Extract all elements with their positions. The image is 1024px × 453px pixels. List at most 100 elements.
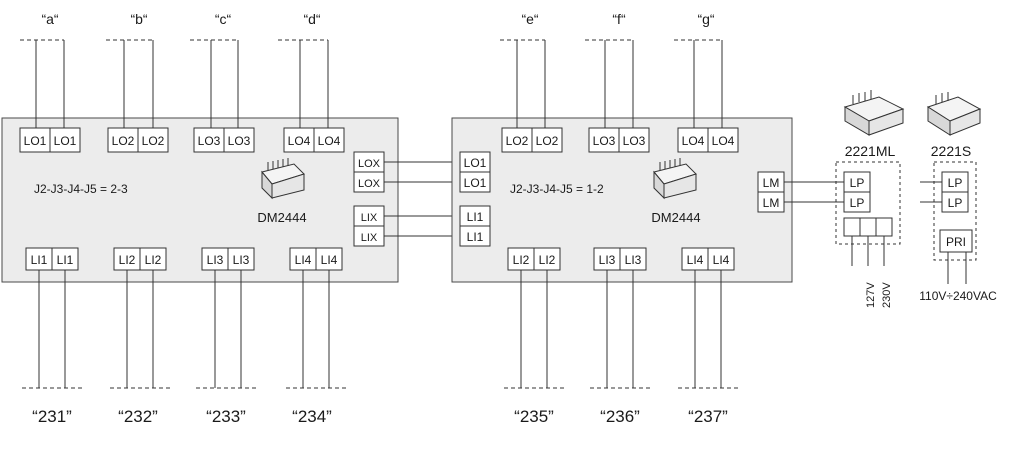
left-bottom-wiring <box>22 270 346 389</box>
terminal-lo2 <box>137 127 169 153</box>
terminal-label: LO3 <box>198 134 221 148</box>
right-bottom-terminals: LI2 LI2 LI3 LI3 LI4 LI4 <box>507 247 735 271</box>
right-bottom-wiring <box>504 270 738 389</box>
line-label-234: “234” <box>292 407 332 426</box>
terminal-label: LP <box>850 176 865 190</box>
device-icon <box>653 158 697 200</box>
terminal-lo1 <box>19 127 51 153</box>
terminal-label: LO1 <box>464 156 487 170</box>
line-label-a: “a“ <box>41 11 58 27</box>
psu-name-2221s: 2221S <box>931 143 971 159</box>
line-label-237: “237” <box>688 407 728 426</box>
right-lm-terminals: LM LM <box>757 171 785 213</box>
terminal-label: LI3 <box>599 253 616 267</box>
left-top-terminals: LO1 LO1 LO2 LO2 LO3 LO3 LO4 LO4 <box>19 127 345 153</box>
terminal-label: LI1 <box>467 210 484 224</box>
psu-icon <box>843 90 905 136</box>
line-label-f: “f“ <box>612 11 626 27</box>
line-label-d: “d“ <box>303 11 320 27</box>
terminal-label: LOX <box>358 178 381 190</box>
module-interconnect <box>384 161 460 237</box>
line-label-g: “g“ <box>697 11 714 27</box>
terminal-label: LO3 <box>623 134 646 148</box>
terminal-label: LP <box>948 176 963 190</box>
terminal-lo1 <box>49 127 81 153</box>
terminal-label: LI3 <box>625 253 642 267</box>
terminal-label: LI4 <box>295 253 312 267</box>
voltage-230v: 230V <box>881 282 893 308</box>
terminal-label: LOX <box>358 158 381 170</box>
line-label-233: “233” <box>206 407 246 426</box>
line-label-c: “c“ <box>215 11 232 27</box>
psu-2221s-terminals: LP LP PRI <box>939 171 973 253</box>
psu-2221s-wiring <box>920 181 967 284</box>
mains-terminal <box>859 217 877 237</box>
line-label-232: “232” <box>118 407 158 426</box>
device-icon <box>261 158 305 200</box>
terminal-label: LI2 <box>539 253 556 267</box>
terminal-label: LIX <box>361 232 378 244</box>
lm-to-lp-wiring <box>784 181 844 203</box>
right-side-input-terminals: LO1 LO1 LI1 LI1 <box>459 151 491 247</box>
supply-voltage: 110V÷240VAC <box>919 289 997 303</box>
terminal-label: LM <box>763 196 780 210</box>
terminal-lo4 <box>707 127 739 153</box>
terminal-label: LO2 <box>142 134 165 148</box>
terminal-label: LI1 <box>467 230 484 244</box>
mains-terminal <box>843 217 861 237</box>
left-top-wiring <box>20 39 329 128</box>
terminal-label: LO4 <box>318 134 341 148</box>
device-name-left: DM2444 <box>257 210 306 225</box>
terminal-label: LO3 <box>593 134 616 148</box>
line-label-b: “b“ <box>130 11 147 27</box>
terminal-label: LI2 <box>145 253 162 267</box>
terminal-lo1 <box>459 171 491 193</box>
terminal-label: LO4 <box>288 134 311 148</box>
terminal-lo3 <box>588 127 620 153</box>
terminal-label: LP <box>850 196 865 210</box>
terminal-label: LI2 <box>119 253 136 267</box>
terminal-lo3 <box>193 127 225 153</box>
psu-name-2221ml: 2221ML <box>845 143 896 159</box>
line-label-236: “236” <box>600 407 640 426</box>
terminal-label: PRI <box>946 235 966 249</box>
line-label-231: “231” <box>32 407 72 426</box>
psu-2221ml-mains-wiring <box>851 236 885 266</box>
right-top-terminals: LO2 LO2 LO3 LO3 LO4 LO4 <box>501 127 739 153</box>
terminal-label: LI4 <box>321 253 338 267</box>
terminal-label: LO2 <box>506 134 529 148</box>
line-label-235: “235” <box>514 407 554 426</box>
mains-terminal <box>875 217 893 237</box>
terminal-label: LI4 <box>687 253 704 267</box>
terminal-label: LI3 <box>207 253 224 267</box>
terminal-lo2 <box>531 127 563 153</box>
terminal-label: LI4 <box>713 253 730 267</box>
terminal-lo3 <box>618 127 650 153</box>
jumper-setting-left: J2-J3-J4-J5 = 2-3 <box>34 182 128 196</box>
terminal-label: LO3 <box>228 134 251 148</box>
terminal-label: LI1 <box>31 253 48 267</box>
terminal-lo4 <box>313 127 345 153</box>
left-side-terminals: LOX LOX LIX LIX <box>353 151 385 247</box>
voltage-127v: 127V <box>865 282 877 308</box>
terminal-lo3 <box>223 127 255 153</box>
terminal-label: LO1 <box>54 134 77 148</box>
psu-2221s-frame <box>933 161 977 261</box>
terminal-label: LO2 <box>536 134 559 148</box>
terminal-pri <box>939 229 973 253</box>
terminal-label: LO1 <box>464 176 487 190</box>
line-label-e: “e“ <box>521 11 538 27</box>
psu-2221ml-terminals: LP LP <box>843 171 893 237</box>
terminal-label: LI3 <box>233 253 250 267</box>
device-name-right: DM2444 <box>651 210 700 225</box>
left-bottom-terminals: LI1 LI1 LI2 LI2 LI3 LI3 LI4 LI4 <box>25 247 343 271</box>
right-top-wiring <box>500 39 723 128</box>
terminal-label: LO4 <box>682 134 705 148</box>
terminal-lo2 <box>501 127 533 153</box>
terminal-lo2 <box>107 127 139 153</box>
terminal-label: LM <box>763 176 780 190</box>
jumper-setting-right: J2-J3-J4-J5 = 1-2 <box>510 182 604 196</box>
terminal-label: LI1 <box>57 253 74 267</box>
terminal-label: LIX <box>361 212 378 224</box>
